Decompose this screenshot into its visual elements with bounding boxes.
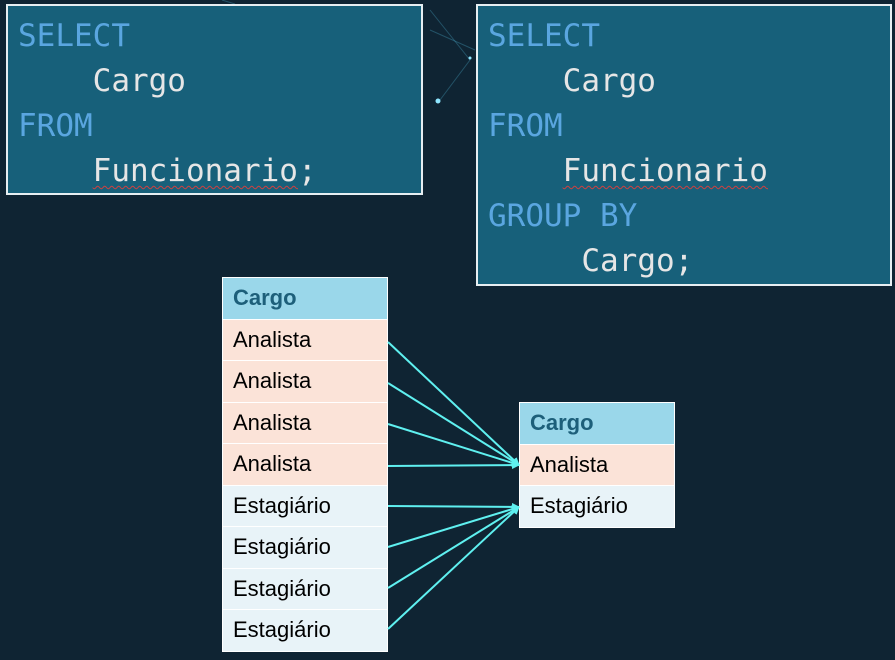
select-keyword: SELECT [18, 18, 130, 54]
table-row: Estagiário [222, 609, 388, 652]
grouped-result-table: Cargo Analista Estagiário [519, 402, 675, 528]
statement-terminator: ; [674, 243, 694, 279]
arrow-estagiario-2 [387, 505, 520, 548]
table-row: Analista [519, 443, 675, 486]
table-cell: Analista [222, 318, 388, 361]
table-cell: Estagiário [222, 484, 388, 527]
arrow-estagiario-4 [387, 506, 520, 630]
table-cell: Estagiário [222, 567, 388, 610]
table-row: Analista [222, 443, 388, 486]
group-by-column: Cargo [581, 243, 675, 279]
arrow-analista-1 [387, 341, 520, 466]
from-keyword: FROM [18, 108, 93, 144]
sql-query-group-by: SELECT Cargo FROM Funcionario GROUP BY C… [476, 4, 892, 286]
group-by-keyword: GROUP BY [488, 198, 638, 234]
table-cell: Analista [519, 443, 675, 486]
table-cell: Estagiário [222, 609, 388, 652]
from-table: Funcionario [562, 153, 768, 189]
select-keyword: SELECT [488, 18, 600, 54]
arrow-analista-4 [387, 461, 520, 470]
table-row: Estagiário [222, 526, 388, 569]
column-header: Cargo [222, 277, 388, 320]
select-column: Cargo [562, 63, 656, 99]
arrow-estagiario-3 [387, 506, 520, 589]
statement-terminator: ; [297, 153, 317, 189]
table-cell: Estagiário [222, 526, 388, 569]
table-row: Analista [222, 318, 388, 361]
from-keyword: FROM [488, 108, 563, 144]
arrow-estagiario-1 [387, 502, 520, 511]
from-table: Funcionario [92, 153, 298, 189]
table-cell: Analista [222, 360, 388, 403]
table-cell: Estagiário [519, 485, 675, 528]
arrow-analista-3 [387, 423, 520, 467]
table-row: Estagiário [222, 484, 388, 527]
table-row: Estagiário [222, 567, 388, 610]
table-row: Analista [222, 401, 388, 444]
table-cell: Analista [222, 401, 388, 444]
sql-query-select: SELECT Cargo FROM Funcionario; [6, 4, 423, 195]
source-cargo-table: Cargo Analista Analista Analista Analist… [222, 277, 388, 652]
table-header-row: Cargo [519, 402, 675, 445]
table-header-row: Cargo [222, 277, 388, 320]
table-row: Estagiário [519, 485, 675, 528]
table-cell: Analista [222, 443, 388, 486]
table-row: Analista [222, 360, 388, 403]
select-column: Cargo [92, 63, 186, 99]
column-header: Cargo [519, 402, 675, 445]
arrow-analista-2 [387, 382, 520, 466]
